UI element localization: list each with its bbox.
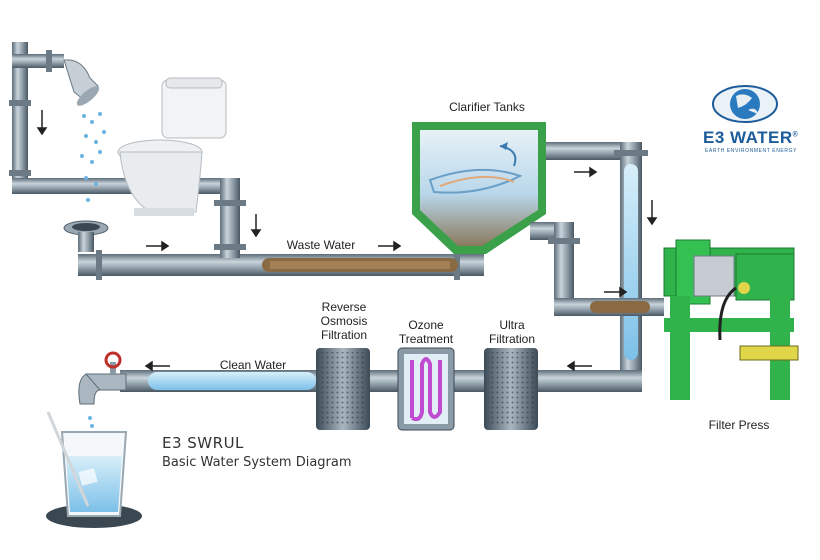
clarifier-tank xyxy=(412,122,546,254)
flow-arrows xyxy=(36,110,658,372)
label-reverse-osmosis: Reverse Osmosis Filtration xyxy=(320,300,368,342)
diagram-title: E3 SWRUL xyxy=(162,434,244,452)
label-filter-press: Filter Press xyxy=(708,418,770,432)
label-clean-water: Clean Water xyxy=(219,358,287,372)
shower-icon xyxy=(63,59,100,106)
e3-water-logo-globe xyxy=(712,85,778,123)
ozone-treatment-unit xyxy=(397,347,455,431)
logo-brand: E3 WATER® xyxy=(703,128,799,147)
filter-press xyxy=(663,239,799,400)
label-ultra-filtration: Ultra Filtration xyxy=(488,318,535,346)
toilet-icon xyxy=(117,77,227,216)
ultra-filtration-unit xyxy=(484,348,538,430)
label-ozone-treatment: Ozone Treatment xyxy=(398,318,454,346)
pipe-right-loop xyxy=(530,142,664,380)
label-clarifier-tanks: Clarifier Tanks xyxy=(449,100,525,114)
water-drops xyxy=(80,112,106,202)
reverse-osmosis-unit xyxy=(316,348,370,430)
diagram-subtitle: Basic Water System Diagram xyxy=(162,455,352,470)
sludge-section xyxy=(262,258,458,272)
glass-of-water xyxy=(46,411,142,528)
logo-tagline: EARTH ENVIRONMENT ENERGY xyxy=(705,148,798,154)
floor-drain-icon xyxy=(63,220,109,252)
label-waste-water: Waste Water xyxy=(286,238,356,252)
